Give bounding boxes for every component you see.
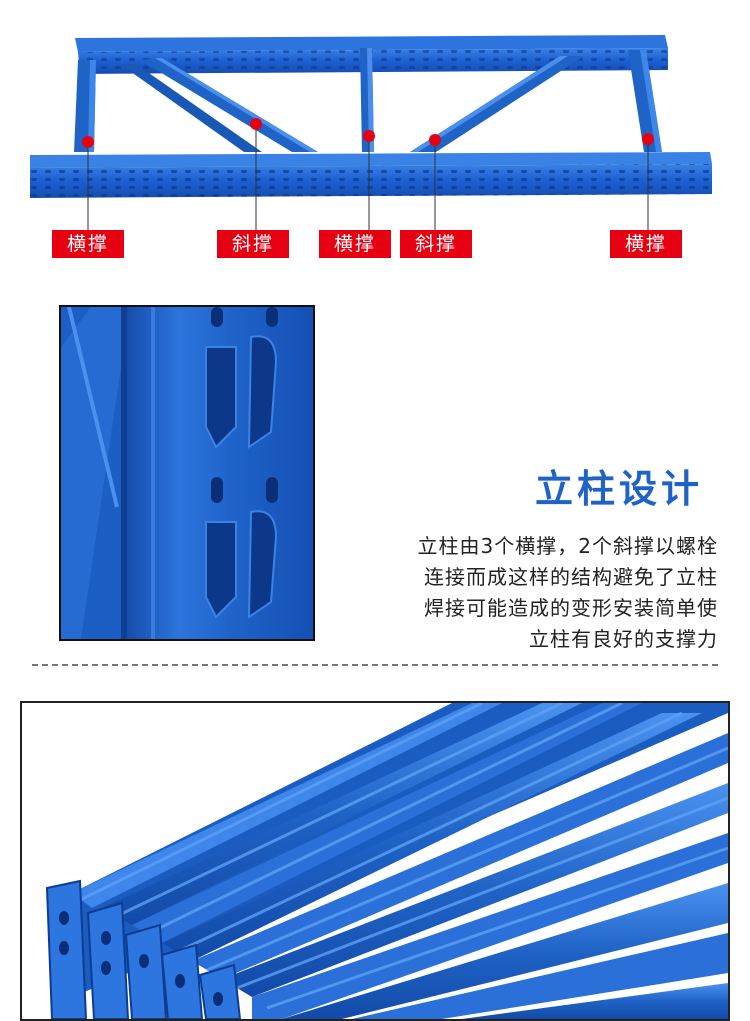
description-line-3: 焊接可能造成的变形安装简单使 bbox=[424, 596, 718, 620]
beam-stack bbox=[52, 703, 728, 1019]
front-upright-post bbox=[30, 152, 712, 198]
description-line-1: 立柱由3个横撑，2个斜撑以螺栓 bbox=[417, 534, 718, 558]
horizontal-brace-right bbox=[628, 50, 662, 152]
callout-label-horizontal-brace-3: 横撑 bbox=[610, 230, 682, 258]
horizontal-brace-left bbox=[74, 60, 96, 152]
upright-frame-illustration bbox=[30, 35, 712, 230]
description-line-4: 立柱有良好的支撑力 bbox=[529, 627, 718, 651]
callout-label-horizontal-brace-2: 横撑 bbox=[319, 230, 391, 258]
diagonal-brace-right bbox=[410, 56, 584, 152]
stacked-beams-image bbox=[20, 701, 730, 1021]
diagonal-brace-left bbox=[120, 58, 318, 152]
description-line-2: 连接而成这样的结构避免了立柱 bbox=[424, 565, 718, 589]
upright-closeup-image bbox=[59, 305, 315, 641]
callout-label-horizontal-brace-1: 横撑 bbox=[52, 230, 124, 258]
section-divider bbox=[32, 664, 718, 666]
callout-markers bbox=[82, 118, 654, 230]
callout-label-diagonal-brace-1: 斜撑 bbox=[217, 230, 289, 258]
back-upright-post bbox=[75, 35, 668, 74]
horizontal-brace-center bbox=[360, 48, 374, 152]
callout-label-diagonal-brace-2: 斜撑 bbox=[400, 230, 472, 258]
upright-design-heading: 立柱设计 bbox=[535, 467, 704, 511]
